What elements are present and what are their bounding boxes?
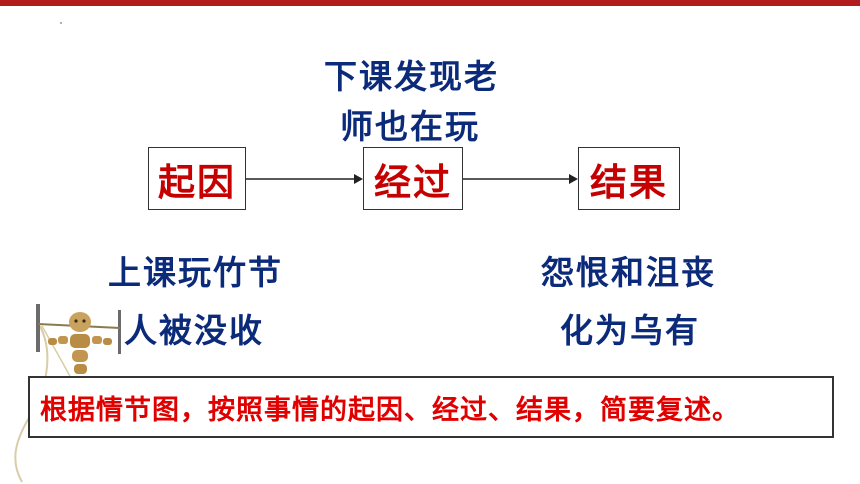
left-line-2: 人被没收 <box>124 311 264 350</box>
right-line-1: 怨恨和沮丧 <box>541 253 716 292</box>
decorative-dot <box>60 22 62 24</box>
middle-top-line-1: 下课发现老 <box>324 57 499 96</box>
arrow-process-to-result <box>463 174 578 184</box>
left-line-1: 上课玩竹节 <box>108 253 283 292</box>
box-cause: 起因 <box>148 147 246 210</box>
middle-top-line-2: 师也在玩 <box>340 107 480 146</box>
box-process: 经过 <box>363 147 463 210</box>
box-result: 结果 <box>578 147 680 210</box>
instruction-box: 根据情节图，按照事情的起因、经过、结果，简要复述。 <box>28 376 834 438</box>
instruction-text: 根据情节图，按照事情的起因、经过、结果，简要复述。 <box>40 394 740 426</box>
bamboo-puppet-icon <box>14 304 121 483</box>
right-line-2: 化为乌有 <box>560 311 700 350</box>
top-border <box>0 0 860 6</box>
arrow-cause-to-process <box>246 174 363 184</box>
